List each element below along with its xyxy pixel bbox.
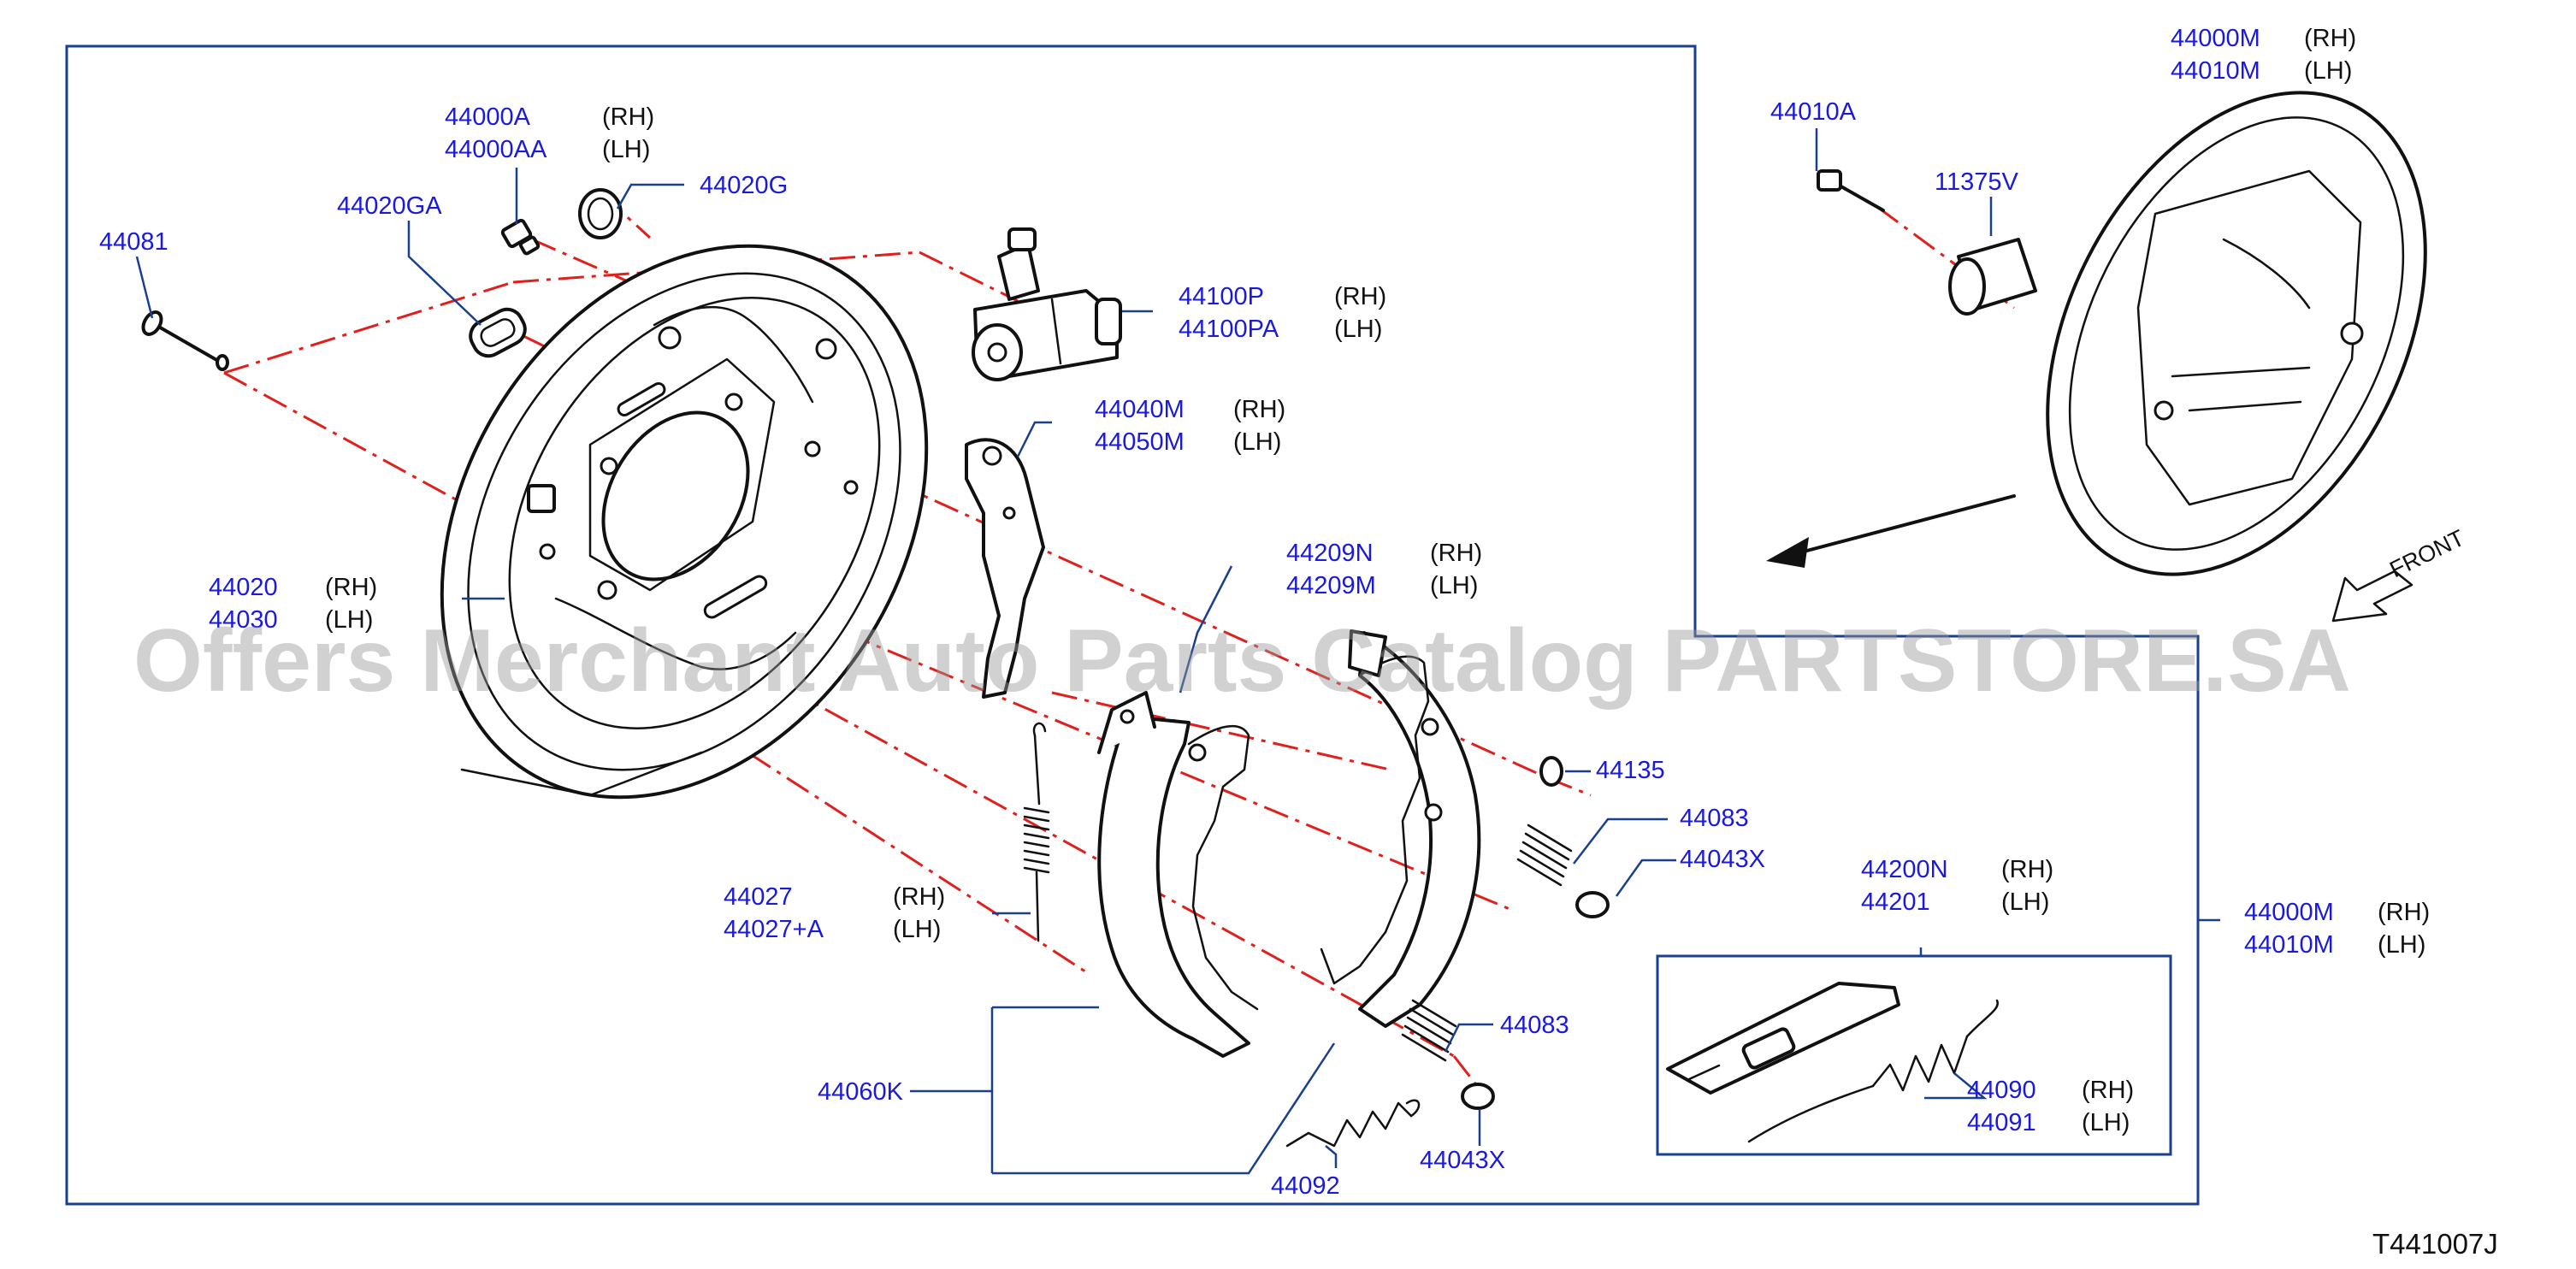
part-label-44043x-lower: 44043X	[1420, 1147, 1505, 1174]
part-label-44027: 44027	[724, 883, 793, 911]
watermark-text: Offers Merchant Auto Parts Catalog PARTS…	[133, 611, 2351, 711]
part-labels: 44081 44020GA 44000A (RH) 44000AA (LH) 4…	[99, 25, 2430, 1200]
side-label-44027: (RH)	[893, 883, 945, 911]
side-label-44201: (LH)	[2001, 888, 2049, 916]
spring-44092	[1285, 1099, 1421, 1148]
part-label-44000m-top: 44000M	[2171, 25, 2260, 52]
adjuster-group-box	[1656, 954, 2172, 1156]
front-direction-indicator: FRONT	[2331, 525, 2468, 623]
part-label-44092: 44092	[1271, 1172, 1340, 1200]
bolt-44000a	[500, 218, 541, 256]
part-label-44000aa: 44000AA	[445, 136, 547, 163]
side-label-44027a: (LH)	[893, 916, 941, 943]
part-label-44010a: 44010A	[1770, 98, 1857, 126]
part-label-44060k: 44060K	[818, 1078, 904, 1106]
plug-grommet-44020ga	[469, 307, 527, 358]
part-label-44000a: 44000A	[445, 103, 531, 131]
bolt-44010a	[1817, 169, 1885, 212]
part-label-44209n: 44209N	[1286, 540, 1374, 567]
side-label-44100p: (RH)	[1334, 283, 1386, 310]
side-label-44000m-top: (RH)	[2304, 25, 2356, 52]
pin-44081	[141, 310, 229, 371]
part-label-44090: 44090	[1967, 1077, 2036, 1104]
side-label-44091: (LH)	[2082, 1109, 2130, 1136]
wheel-cylinder	[972, 227, 1122, 381]
part-label-44000m-right: 44000M	[2244, 899, 2334, 926]
part-label-44091: 44091	[1967, 1109, 2036, 1136]
side-label-44040m: (RH)	[1233, 396, 1285, 423]
side-label-44100pa: (LH)	[1334, 316, 1382, 343]
side-label-44090: (RH)	[2082, 1077, 2134, 1104]
assembly-group-frame	[65, 44, 2200, 1206]
assembled-drum-brake	[2046, 91, 2427, 576]
hold-down-spring-lower	[1401, 999, 1495, 1110]
front-label: FRONT	[2385, 525, 2468, 583]
part-label-44083-lower: 44083	[1500, 1012, 1569, 1039]
spring-44090	[1747, 999, 1999, 1143]
side-label-44000m-right: (RH)	[2378, 899, 2430, 926]
diagram-reference-code: T441007J	[2372, 1228, 2498, 1260]
assembly-direction-arrow	[1766, 494, 2016, 568]
part-label-44010m-right: 44010M	[2244, 931, 2334, 959]
part-label-44030: 44030	[209, 606, 278, 634]
part-label-44201: 44201	[1861, 888, 1930, 916]
part-label-44200n: 44200N	[1861, 856, 1948, 883]
part-label-44043x-upper: 44043X	[1680, 846, 1765, 873]
side-label-44020: (RH)	[325, 574, 377, 601]
part-label-44100p: 44100P	[1179, 283, 1264, 310]
part-label-44020ga: 44020GA	[337, 192, 442, 220]
side-label-44000a: (RH)	[602, 103, 654, 131]
side-label-44010m-right: (LH)	[2378, 931, 2425, 959]
part-label-44135: 44135	[1596, 757, 1665, 784]
hold-down-spring-upper	[1516, 823, 1610, 918]
return-spring-44027	[1023, 722, 1050, 942]
backing-plate	[440, 244, 929, 800]
part-label-44083-upper: 44083	[1680, 805, 1749, 832]
hub-11375v	[1948, 238, 2037, 316]
side-label-44010m-top: (LH)	[2304, 57, 2352, 85]
part-label-44081: 44081	[99, 228, 168, 256]
part-label-44209m: 44209M	[1286, 572, 1376, 599]
cap-44020g	[578, 188, 623, 239]
side-label-44209m: (LH)	[1430, 572, 1478, 599]
part-label-11375v: 11375V	[1935, 168, 2018, 196]
parking-lever	[965, 438, 1045, 699]
side-label-44200n: (RH)	[2001, 856, 2053, 883]
label-leaders	[135, 128, 1993, 1175]
part-label-44040m: 44040M	[1095, 396, 1185, 423]
part-label-44010m-top: 44010M	[2171, 57, 2260, 85]
clip-44135	[1539, 756, 1563, 787]
part-label-44020g: 44020G	[700, 172, 788, 199]
part-label-44100pa: 44100PA	[1179, 316, 1279, 343]
side-label-44209n: (RH)	[1430, 540, 1482, 567]
part-label-44020: 44020	[209, 574, 278, 601]
side-label-44000aa: (LH)	[602, 136, 650, 163]
part-label-44027a: 44027+A	[724, 916, 824, 943]
side-label-44050m: (LH)	[1233, 428, 1281, 456]
side-label-44030: (LH)	[325, 606, 373, 634]
brake-shoe-front	[1097, 691, 1259, 1058]
adjuster-assembly-44200n	[1666, 982, 1900, 1095]
part-label-44050m: 44050M	[1095, 428, 1185, 456]
